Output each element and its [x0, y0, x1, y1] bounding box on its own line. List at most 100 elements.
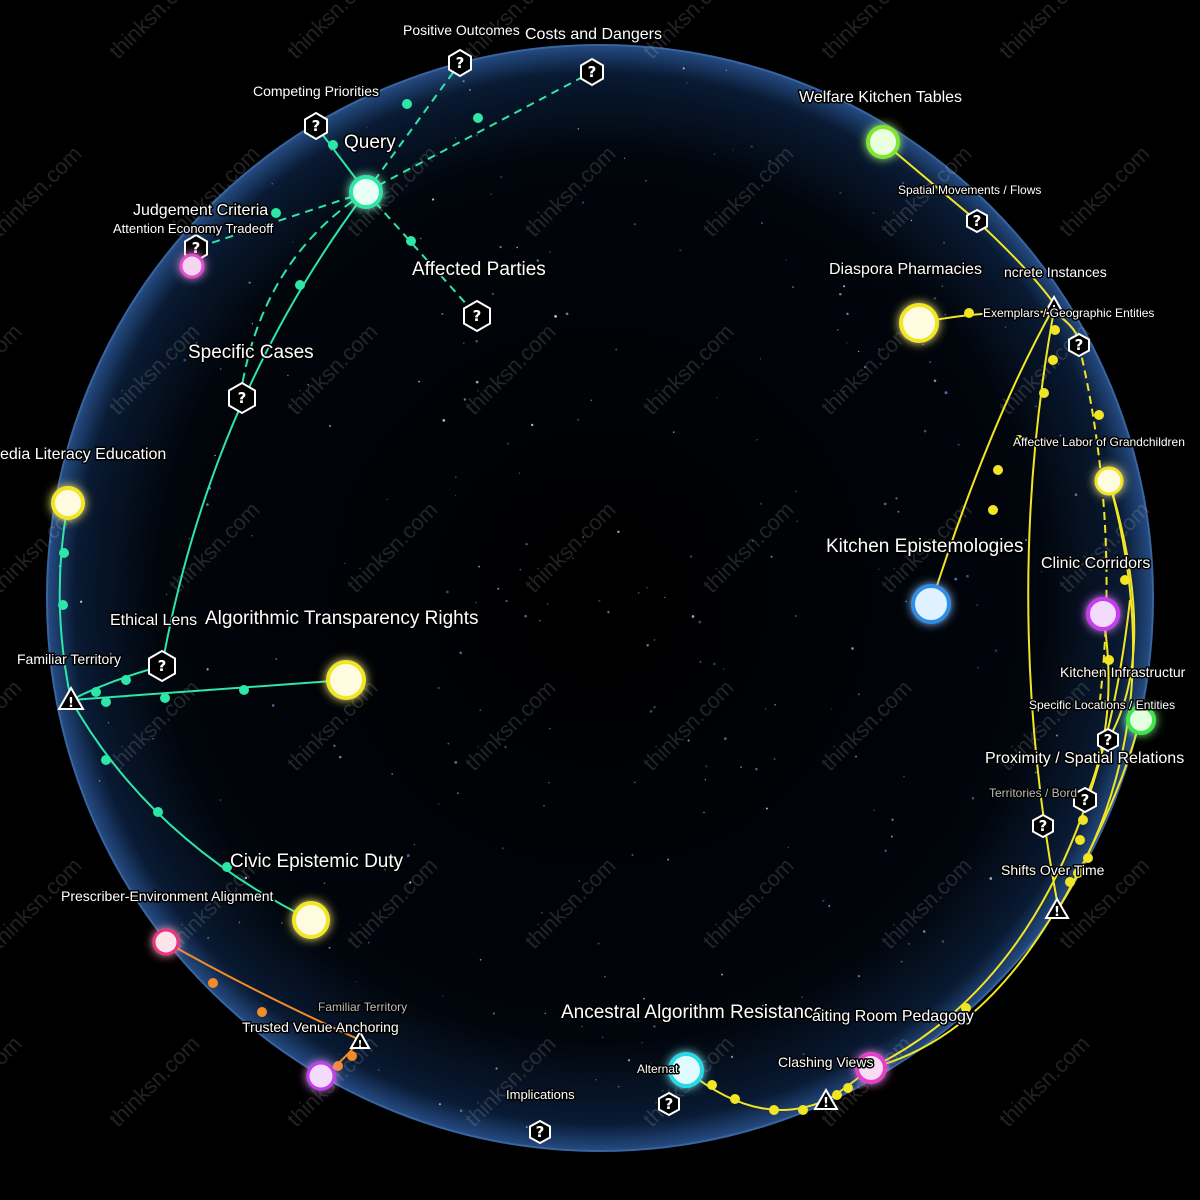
star	[1074, 493, 1078, 497]
star	[943, 241, 946, 244]
label-implications: Implications	[506, 1087, 575, 1102]
node-attention-economy[interactable]	[179, 253, 205, 279]
star	[492, 1012, 495, 1015]
watermark-text: thinksn.com	[0, 1031, 27, 1132]
hex-node-ethical[interactable]: ?	[148, 649, 176, 683]
node-ancestral-algorithm[interactable]	[668, 1052, 704, 1088]
star	[271, 183, 273, 185]
node-query[interactable]	[349, 175, 383, 209]
star	[941, 940, 945, 943]
hex-node-costs[interactable]: ?	[580, 57, 604, 87]
star	[891, 818, 894, 821]
node-media-literacy[interactable]	[51, 486, 85, 520]
star	[431, 198, 435, 201]
node-affective-labor[interactable]	[1094, 466, 1124, 496]
star	[495, 1067, 498, 1070]
edge-familiar-algorithmic	[70, 679, 347, 701]
hex-node-territories[interactable]: ?	[1032, 813, 1054, 839]
star	[367, 941, 370, 944]
star	[391, 773, 394, 775]
star	[724, 737, 727, 740]
hex-node-proximity[interactable]: ?	[1073, 786, 1097, 814]
star	[843, 285, 846, 288]
node-prescriber-environment[interactable]	[152, 928, 180, 956]
node-trusted-venue[interactable]	[306, 1061, 336, 1091]
hex-node-positive[interactable]: ?	[448, 48, 472, 78]
star	[338, 1053, 341, 1056]
star	[518, 472, 521, 474]
warning-node-shifts[interactable]: !	[1044, 897, 1070, 920]
star	[830, 708, 833, 710]
star	[615, 348, 618, 351]
star	[864, 366, 866, 369]
node-civic-epistemic[interactable]	[292, 901, 330, 939]
node-waiting-room[interactable]	[855, 1052, 887, 1084]
star	[716, 396, 718, 399]
star	[900, 960, 903, 963]
hex-node-locations[interactable]: ?	[1097, 727, 1119, 753]
star	[581, 201, 585, 204]
hex-node-specific[interactable]: ?	[228, 381, 256, 415]
star	[607, 611, 610, 614]
star	[1056, 734, 1058, 737]
star	[890, 835, 893, 838]
warning-node-familiar[interactable]: !	[57, 685, 85, 711]
star	[524, 614, 527, 618]
hex-node-geo[interactable]: ?	[1068, 332, 1090, 358]
star	[219, 368, 222, 370]
star	[971, 796, 975, 800]
star	[490, 193, 492, 195]
hex-node-implications[interactable]: ?	[529, 1119, 551, 1145]
watermark-text: thinksn.com	[282, 0, 383, 64]
star	[447, 742, 450, 745]
node-algorithmic-transparency[interactable]	[326, 660, 366, 700]
hex-node-alternatives[interactable]: ?	[658, 1091, 680, 1117]
warning-node-clashing[interactable]: !	[813, 1088, 839, 1111]
warning-icon: !	[68, 696, 74, 711]
star	[244, 876, 248, 880]
star	[768, 159, 772, 163]
star	[544, 1012, 546, 1015]
star	[525, 1126, 528, 1129]
label-exemplars-geographic: Exemplars / Geographic Entities	[983, 306, 1154, 320]
star	[437, 686, 440, 690]
star	[206, 503, 209, 506]
question-icon: ?	[456, 54, 465, 72]
question-icon: ?	[588, 63, 597, 81]
node-kitchen-epistemologies[interactable]	[911, 584, 951, 624]
hex-node-affected[interactable]: ?	[463, 299, 491, 333]
star	[689, 555, 693, 558]
star	[944, 313, 947, 316]
label-diaspora-pharmacies: Diaspora Pharmacies	[829, 261, 982, 278]
hex-node-spatial[interactable]: ?	[966, 208, 988, 234]
star	[796, 520, 799, 523]
star	[770, 555, 773, 558]
star	[1034, 405, 1037, 408]
hex-node-competing[interactable]: ?	[304, 111, 328, 141]
question-icon: ?	[1039, 817, 1048, 835]
star	[857, 974, 861, 978]
star	[437, 803, 440, 805]
node-kitchen-infrastructure[interactable]	[1126, 705, 1156, 735]
star	[623, 157, 626, 160]
node-welfare-kitchen[interactable]	[866, 125, 900, 159]
star	[333, 744, 336, 747]
edge-outer-clashing	[870, 599, 1131, 1069]
question-icon: ?	[973, 212, 982, 230]
node-diaspora-pharmacies[interactable]	[899, 303, 939, 343]
star	[878, 348, 880, 350]
label-spatial-movements: Spatial Movements / Flows	[898, 183, 1041, 197]
warning-node-concrete[interactable]: !	[1043, 294, 1065, 315]
node-clinic-corridors[interactable]	[1086, 597, 1120, 631]
star	[578, 880, 581, 882]
star	[413, 843, 416, 846]
star	[206, 900, 208, 903]
label-territories-borders: Territories / Bord	[989, 786, 1077, 800]
label-trusted-venue: Trusted Venue Anchoring	[242, 1019, 399, 1035]
edge-shifts-clashing	[870, 905, 1059, 1069]
star	[933, 379, 937, 383]
star	[645, 180, 647, 182]
warning-node-familiar-small[interactable]: !	[349, 1029, 371, 1050]
star	[641, 1042, 643, 1044]
star	[672, 431, 675, 433]
